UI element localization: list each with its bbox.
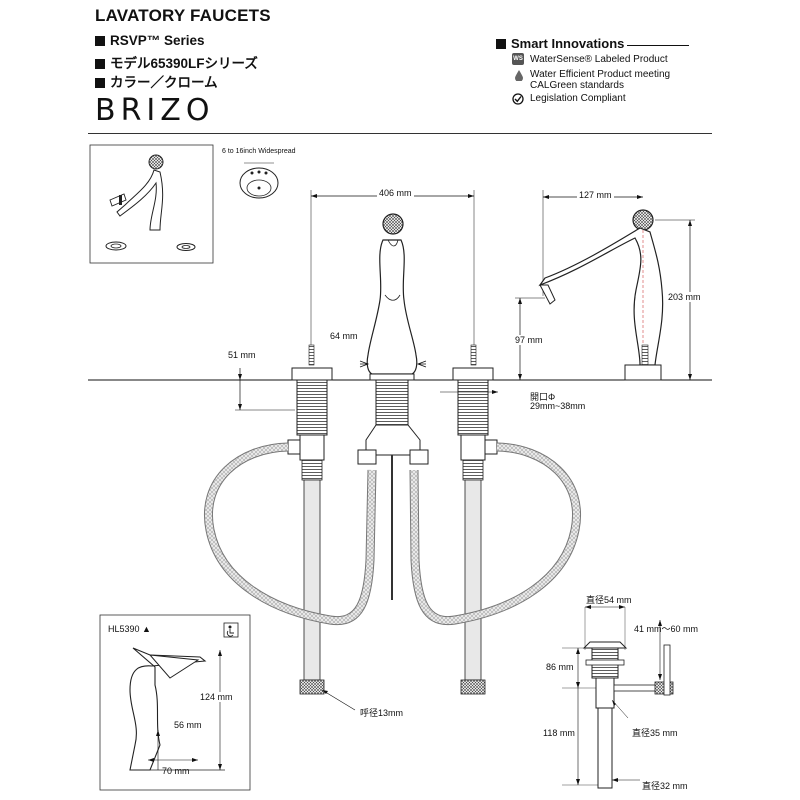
- dim-203: 203 mm: [668, 292, 701, 302]
- bullet-square: [95, 59, 105, 69]
- smart-item-3: CALGreen standards: [530, 80, 624, 91]
- inset-model: HL5390 ▲: [108, 624, 151, 634]
- bullet-square: [95, 36, 105, 46]
- model-text: モデル65390LFシリーズ: [110, 56, 258, 71]
- inset-model-text: HL5390: [108, 624, 140, 634]
- inset-dim-70: 70 mm: [162, 766, 190, 776]
- triangle-icon: ▲: [142, 624, 151, 634]
- bullet-square: [496, 39, 506, 49]
- header-divider: [88, 133, 712, 134]
- inset-dim-124: 124 mm: [200, 692, 233, 702]
- check-circle-icon: [512, 92, 524, 110]
- spread-label: 6 to 16inch Widespread: [222, 148, 296, 155]
- hole-range: 29mm~38mm: [530, 401, 586, 411]
- dim-127: 127 mm: [577, 190, 614, 200]
- perspective-view-box: [89, 144, 214, 264]
- water-drop-icon: [514, 68, 524, 86]
- smart-item-2: Water Efficient Product meeting: [530, 69, 671, 80]
- drain-dim-54: 直径54 mm: [586, 595, 632, 605]
- drain-dim-118: 118 mm: [543, 728, 575, 738]
- center-shank: [357, 379, 429, 600]
- drain-dim-86: 86 mm: [546, 662, 574, 672]
- inset-dim-56: 56 mm: [174, 720, 202, 730]
- color-text: カラー／クローム: [110, 75, 218, 90]
- bullet-square: [95, 78, 105, 88]
- dim-51: 51 mm: [228, 350, 256, 360]
- supply-label: 呼径13mm: [360, 708, 404, 718]
- dim-406: 406 mm: [377, 188, 414, 198]
- side-view-spout: [515, 190, 695, 381]
- handle-inset-box: [99, 614, 251, 791]
- smart-item-1: WaterSense® Labeled Product: [530, 54, 668, 65]
- model-line: モデル65390LFシリーズ: [95, 52, 258, 72]
- right-valve: [452, 344, 498, 695]
- supply-hoses: [204, 442, 581, 626]
- brand-logo: BRIZO: [95, 93, 215, 128]
- series-text: RSVP™ Series: [110, 33, 205, 48]
- color-line: カラー／クローム: [95, 71, 218, 91]
- left-valve: [287, 344, 333, 695]
- series-line: RSVP™ Series: [95, 33, 205, 48]
- sink-outline: [239, 162, 279, 199]
- dim-97: 97 mm: [515, 335, 543, 345]
- page-title: LAVATORY FAUCETS: [95, 6, 271, 25]
- drain-dim-35: 直径35 mm: [632, 728, 678, 738]
- drain-assembly: [562, 605, 674, 789]
- smart-divider: [627, 45, 689, 46]
- center-spout: [366, 213, 418, 381]
- smart-heading-text: Smart Innovations: [511, 36, 625, 51]
- dim-64: 64 mm: [330, 331, 358, 341]
- drain-dim-41-60: 41 mm～60 mm: [634, 624, 699, 634]
- smart-item-4: Legislation Compliant: [530, 93, 626, 104]
- drain-dim-32: 直径32 mm: [642, 781, 688, 791]
- smart-heading: Smart Innovations: [496, 36, 624, 51]
- hole-label: 開口Φ: [530, 392, 556, 402]
- watersense-icon: WS: [512, 53, 524, 65]
